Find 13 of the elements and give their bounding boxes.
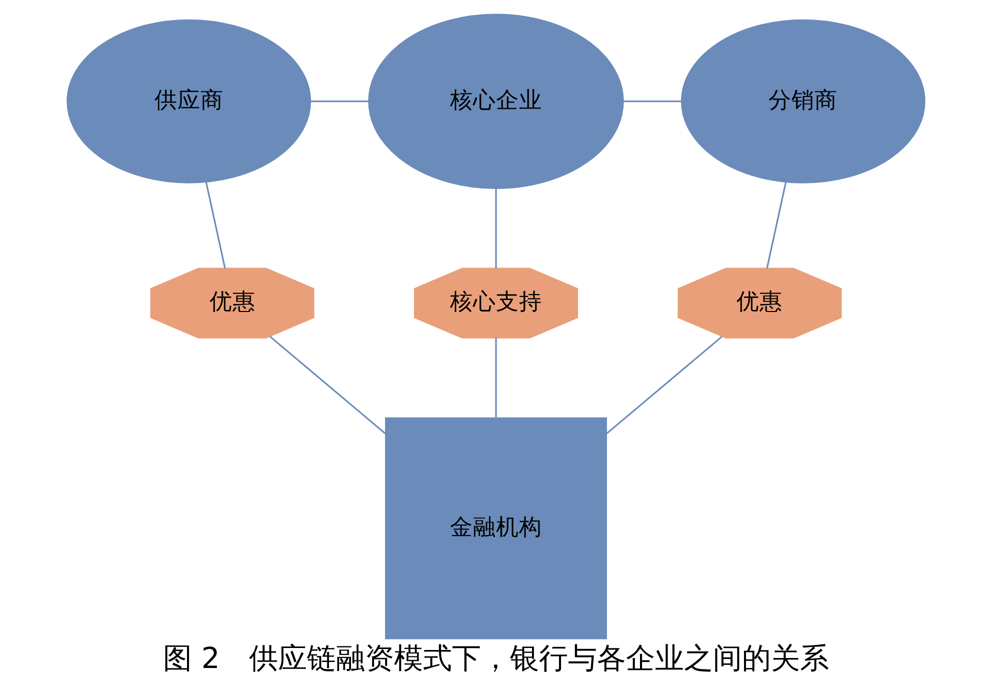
node-ellipse: 分销商 <box>680 19 926 184</box>
connector <box>270 336 386 434</box>
node-ellipse: 核心企业 <box>368 14 624 189</box>
caption: 图 2 供应链融资模式下，银行与各企业之间的关系 <box>163 641 829 676</box>
connector <box>766 182 787 268</box>
connector <box>495 188 497 268</box>
connector <box>310 100 369 102</box>
connector <box>606 336 722 434</box>
node-ellipse: 供应商 <box>66 19 312 184</box>
connector <box>495 338 497 418</box>
connector <box>623 100 682 102</box>
node-box: 金融机构 <box>385 417 607 640</box>
connector <box>205 182 226 268</box>
